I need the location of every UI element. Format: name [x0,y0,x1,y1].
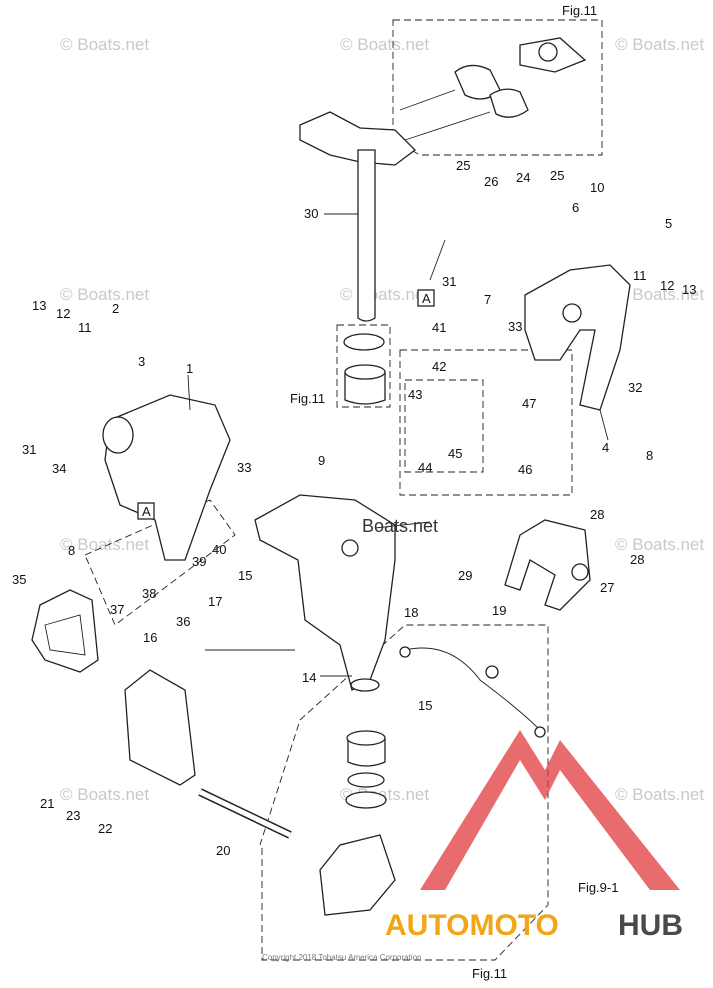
ground-cable [399,646,546,738]
part-label: 8 [646,448,653,463]
part-label: 14 [302,670,316,685]
section-mark: A [422,291,431,306]
brand-logo: AUTOMOTO HUB [385,730,683,942]
part-label: 13 [32,298,46,313]
lower-bracket [319,834,396,916]
watermarks: © Boats.net © Boats.net © Boats.net © Bo… [60,35,704,804]
part-label: 24 [516,170,530,185]
watermark: © Boats.net [60,785,149,804]
watermark: © Boats.net [615,785,704,804]
part-label: 34 [52,461,66,476]
part-label: 22 [98,821,112,836]
fig-ref-top: Fig.11 [562,3,597,18]
part-label: 32 [628,380,642,395]
part-label: 29 [458,568,472,583]
steering-bracket-inset [299,37,587,166]
section-marks: A A [137,289,435,520]
watermark: © Boats.net [615,535,704,554]
figure-refs: Fig.11 Fig.11 Fig.11 Fig.9-1 [290,3,618,981]
watermark: © Boats.net [615,35,704,54]
part-label: 46 [518,462,532,477]
copyright-text: Copyright 2018 Tohatsu America Corporati… [262,953,422,962]
part-label: 3 [138,354,145,369]
part-label: 39 [192,554,206,569]
center-watermark: Boats.net [362,516,438,536]
stern-bracket-left [102,394,231,561]
part-label: 19 [492,603,506,618]
part-label: 40 [212,542,226,557]
part-label: 12 [56,306,70,321]
part-label: 27 [600,580,614,595]
part-label: 44 [418,460,432,475]
part-label: 17 [208,594,222,609]
tilt-lock-bracket [124,669,292,839]
part-label: 26 [484,174,498,189]
part-label: 33 [237,460,251,475]
part-label: 10 [590,180,604,195]
part-label: 42 [432,359,446,374]
part-label: 2 [112,301,119,316]
fig-ref-right: Fig.9-1 [578,880,618,895]
part-label: 9 [318,453,325,468]
reverse-lock [504,519,591,611]
part-label: 28 [630,552,644,567]
swivel-bracket [254,494,396,692]
part-label: 15 [238,568,252,583]
part-label: 13 [682,282,696,297]
logo-triangle-icon [420,730,680,890]
brand-text-1: AUTOMOTO [385,909,559,942]
fig-ref-middle: Fig.11 [290,391,325,406]
part-label: 8 [68,543,75,558]
part-label: 33 [508,319,522,334]
part-label: 38 [142,586,156,601]
steering-shaft [357,149,376,322]
leader-lines [187,213,609,677]
part-label: 37 [110,602,124,617]
part-label: 18 [404,605,418,620]
part-label: 20 [216,843,230,858]
part-label: 21 [40,796,54,811]
tilt-handle [31,589,99,673]
section-mark: A [142,504,151,519]
part-label: 12 [660,278,674,293]
part-label: 25 [550,168,564,183]
part-label: 23 [66,808,80,823]
part-label: 11 [78,320,92,335]
part-label: 31 [442,274,456,289]
part-label: 7 [484,292,491,307]
part-label: 30 [304,206,318,221]
part-label: 45 [448,446,462,461]
part-label: 1 [186,361,193,376]
part-label: 28 [590,507,604,522]
part-label: 11 [633,268,647,283]
part-label: 5 [665,216,672,231]
part-label: 6 [572,200,579,215]
part-label: 41 [432,320,446,335]
watermark: © Boats.net [60,285,149,304]
fig-ref-bottom: Fig.11 [472,966,507,981]
part-label: 4 [602,440,609,455]
part-label: 36 [176,614,190,629]
watermark: © Boats.net [60,35,149,54]
part-label: 35 [12,572,26,587]
part-label: 31 [22,442,36,457]
brand-text-2: HUB [618,909,683,942]
part-label: 15 [418,698,432,713]
part-labels: 1 2 3 4 5 6 7 8 8 9 10 11 11 12 12 13 13… [12,158,696,858]
bushings [343,333,387,809]
part-label: 47 [522,396,536,411]
watermark: © Boats.net [60,535,149,554]
part-label: 16 [143,630,157,645]
watermark: © Boats.net [340,285,429,304]
part-label: 43 [408,387,422,402]
watermark: © Boats.net [615,285,704,304]
watermark: © Boats.net [340,35,429,54]
stern-bracket-right [524,264,631,411]
part-label: 25 [456,158,470,173]
